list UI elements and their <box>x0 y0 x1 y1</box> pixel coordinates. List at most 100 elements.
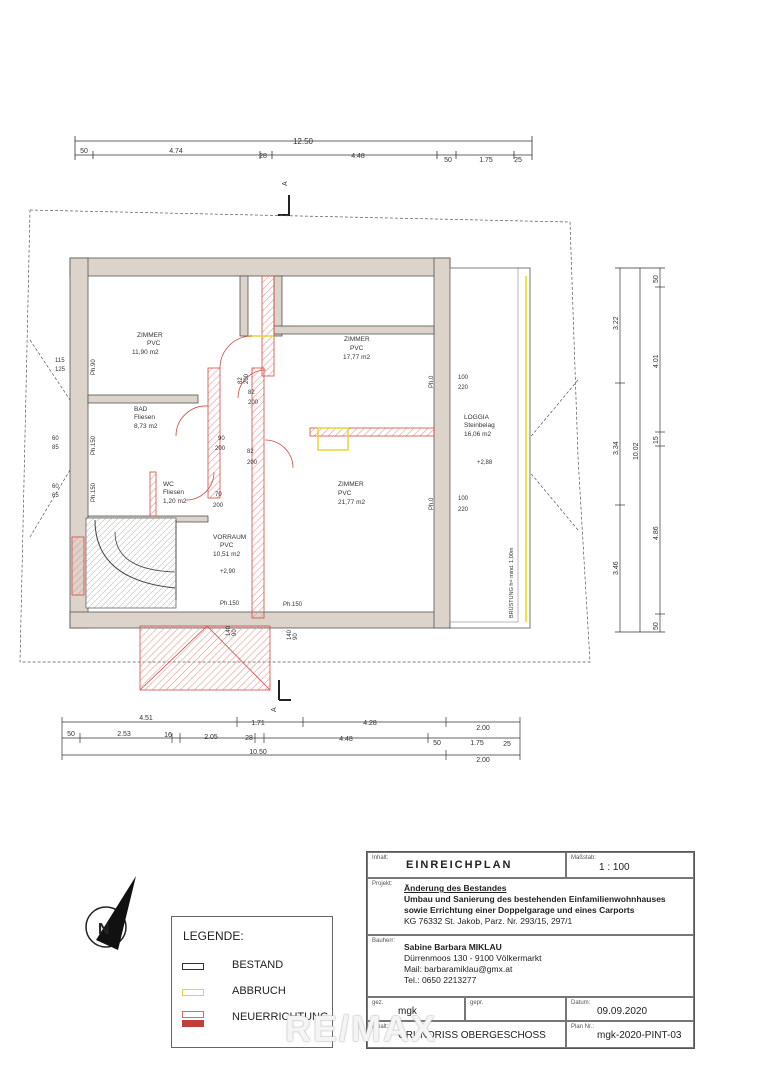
legend-swatch-abbruch <box>182 989 204 996</box>
door-5-a: 70 <box>215 492 222 498</box>
dimension-bottom <box>61 717 521 760</box>
room-7-area: 10,51 m2 <box>213 551 240 558</box>
tb-bauherr-mail: Mail: barbaramiklau@gmx.at <box>404 964 513 974</box>
win-left-1-a: 115 <box>55 358 65 364</box>
tb-projekt-line3: sowie Errichtung einer Doppelgarage und … <box>404 905 635 915</box>
legend-swatch-neuerrichtung <box>182 1011 204 1018</box>
room-3-floor: Fliesen <box>134 414 155 421</box>
dim-bottom-labels: 4.51 1.71 4.28 2.00 50 2.53 16 2.05 28 4… <box>67 715 511 764</box>
win-left-2-ph: Ph.150 <box>91 435 97 455</box>
door-4-a: 82 <box>247 449 254 455</box>
dim-right-c3-0: 50 <box>653 275 660 283</box>
staircase <box>85 517 177 609</box>
win-left-2-b: 85 <box>52 445 59 451</box>
room-7-name: VORRAUM <box>213 534 246 541</box>
legend-swatch-neuerrichtung-fill <box>182 1020 204 1027</box>
door-1-a: 82 <box>238 377 244 384</box>
dim-b-chain-7: 1.75 <box>470 740 484 747</box>
dim-b-chain-4: 28 <box>245 735 253 742</box>
dim-right-c1-2: 3.46 <box>613 561 620 575</box>
dimension-top <box>74 136 533 160</box>
legend-label-abbruch: ABBRUCH <box>232 985 286 997</box>
room-3-name: BAD <box>134 406 148 413</box>
tb-projekt-title: Änderung des Bestandes <box>404 883 507 893</box>
room-2-area: 17,77 m2 <box>343 354 370 361</box>
dim-top-chain-1: 4.74 <box>169 148 183 155</box>
tb-plannr: mgk-2020-PINT-03 <box>597 1030 682 1041</box>
legend-label-bestand: BESTAND <box>232 959 284 971</box>
tb-gepr-label: gepr. <box>470 1000 484 1006</box>
win-left-1-b: 125 <box>55 367 66 373</box>
tb-datum-cell: Datum: 09.09.2020 <box>566 997 694 1021</box>
tb-gez-label: gez. <box>372 1000 384 1006</box>
room-6-area: 21,77 m2 <box>338 499 365 506</box>
room-5-name: WC <box>163 481 174 488</box>
door-1-b: 200 <box>244 373 250 384</box>
roof-outline <box>19 209 591 663</box>
tb-bauherr-name: Sabine Barbara MIKLAU <box>404 942 502 952</box>
win-left-3-ph: Ph.150 <box>91 482 97 502</box>
dim-right-c3-4: 50 <box>653 622 660 630</box>
bottom-d2-b: 90 <box>293 633 299 640</box>
room-4-area: 16,06 m2 <box>464 431 491 438</box>
room-6-name: ZIMMER <box>338 481 364 488</box>
entrance-steps <box>139 625 271 691</box>
dim-b-row1-2: 4.28 <box>363 720 377 727</box>
dim-b-chain-6: 50 <box>433 740 441 747</box>
dim-top-chain-3: 4.48 <box>351 153 365 160</box>
bottom-d2-a: 140 <box>287 629 293 640</box>
win-r2-b: 220 <box>458 507 469 513</box>
dim-b-chain-5: 4.48 <box>339 736 353 743</box>
dim-right-c3-3: 4.86 <box>653 526 660 540</box>
dim-top-chain-5: 1.75 <box>479 157 493 164</box>
dim-b-chain-3: 2.05 <box>204 734 218 741</box>
tb-massstab-label: Maßstab: <box>571 855 597 861</box>
dim-b-chain-1: 2.53 <box>117 731 131 738</box>
legend-item-neuerrichtung: NEUERRICHTUNG <box>182 1011 332 1027</box>
dim-b-row1-3: 2.00 <box>476 725 490 732</box>
tb-plannr-label: Plan Nr.: <box>571 1024 595 1030</box>
bottom-d1-a: 140 <box>226 625 232 636</box>
door-3-a: 90 <box>218 436 225 442</box>
win-r1-ph: Ph.0 <box>429 375 435 388</box>
dim-right-c3-1: 4.01 <box>653 354 660 368</box>
tb-datum: 09.09.2020 <box>597 1006 648 1017</box>
dim-b-chain-8: 25 <box>503 741 511 748</box>
door-4-b: 200 <box>247 460 258 466</box>
tb-bauherr-addr: Dürrenmoos 130 - 9100 Völkermarkt <box>404 953 542 963</box>
room-2-name: ZIMMER <box>344 336 370 343</box>
level-loggia: +2,88 <box>477 460 493 466</box>
level-vorraum: +2,90 <box>220 569 236 575</box>
dim-b-row1-0: 4.51 <box>139 715 153 722</box>
room-1-name: ZIMMER <box>137 332 163 339</box>
room-1-area: 11,90 m2 <box>132 349 159 356</box>
room-5-area: 1,20 m2 <box>163 498 187 505</box>
section-mark-top: A <box>278 181 290 216</box>
tb-plannr-cell: Plan Nr.: mgk-2020-PINT-03 <box>566 1021 694 1048</box>
legend-label-neuerrichtung: NEUERRICHTUNG <box>232 1011 329 1023</box>
tb-projekt-label: Projekt: <box>372 881 393 887</box>
win-r1-b: 220 <box>458 385 469 391</box>
room-labels: ZIMMER PVC 11,90 m2 ZIMMER PVC 17,77 m2 … <box>132 332 495 558</box>
door-2-a: 82 <box>248 390 255 396</box>
win-left-2-a: 60 <box>52 436 59 442</box>
tb-bauherr-tel: Tel.: 0650 2213277 <box>404 975 477 985</box>
room-4-floor: Steinbelag <box>464 422 495 429</box>
tb-projekt-cell: Projekt: Änderung des Bestandes Umbau un… <box>367 878 694 935</box>
north-arrow-icon: N <box>85 876 136 950</box>
walls-new <box>71 275 435 619</box>
legend: LEGENDE: BESTAND ABBRUCH NEUERRICHTUNG <box>171 916 333 1048</box>
dim-right-c2-0: 10.02 <box>633 442 640 460</box>
legend-item-abbruch: ABBRUCH <box>182 985 332 1001</box>
opening-labels: 115 125 Ph.90 60 85 Ph.150 60 65 Ph.150 … <box>52 358 469 640</box>
tb-projekt-line4: KG 76332 St. Jakob, Parz. Nr. 293/15, 29… <box>404 916 573 926</box>
room-3-area: 8,73 m2 <box>134 423 158 430</box>
dim-top-chain-6: 25 <box>514 157 522 164</box>
tb-inhalt-cell: Inhalt: EINREICHPLAN <box>367 852 566 878</box>
dim-b-chain-0: 50 <box>67 731 75 738</box>
win-left-3-b: 65 <box>52 493 59 499</box>
loggia-note: BRÜSTUNG h= mind. 1,00m <box>508 547 515 618</box>
legend-swatch-bestand <box>182 963 204 970</box>
tb-bauherr-cell: Bauherr: Sabine Barbara MIKLAU Dürrenmoo… <box>367 935 694 997</box>
